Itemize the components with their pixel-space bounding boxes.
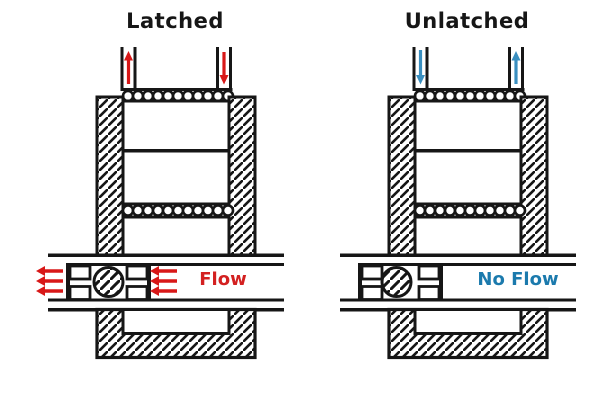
arrow-left-icon [36,276,63,286]
arrow-left-icon [36,266,63,276]
check-ball-unlatched [380,266,413,298]
latched-title: Latched [126,9,224,33]
arrow-up-icon [511,51,521,84]
arrow-down-icon [416,50,425,85]
unlatched-title: Unlatched [404,9,530,33]
arrow-up-icon [124,51,133,84]
no-flow-label: No Flow [477,269,559,290]
valve-body-unlatched [338,45,578,360]
arrow-down-icon [219,52,229,85]
flow-label: Flow [199,269,247,290]
arrow-left-icon [150,286,177,296]
arrow-left-icon [150,276,177,286]
arrow-left-icon [36,286,63,296]
valve-body-latched [46,45,286,360]
unlatched-flow-arrows [416,50,521,85]
arrow-left-icon [150,266,177,276]
check-ball-latched [92,266,125,298]
latched-flow-arrows [36,51,229,296]
